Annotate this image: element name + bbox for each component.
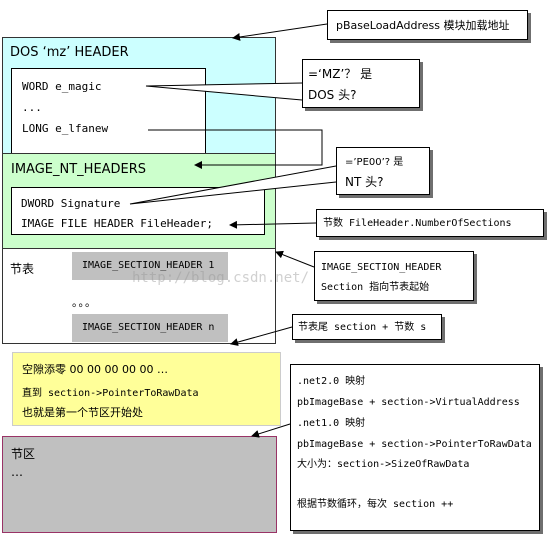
watermark: http://blog.csdn.net/: [132, 270, 310, 286]
mapping-line-3: .net1.0 映射: [297, 418, 366, 429]
dos-fields-box: WORD e_magic ... LONG e_lfanew: [11, 68, 206, 155]
mapping-line-1: .net2.0 映射: [297, 376, 366, 387]
section-table-title: 节表: [10, 262, 35, 276]
nt-fields-box: DWORD Signature IMAGE FILE HEADER FileHe…: [11, 187, 265, 235]
callout-table-end: 节表尾 section + 节数 s: [292, 314, 442, 340]
section-area-block: 节区 …: [2, 436, 277, 533]
nt-headers-title: IMAGE_NT_HEADERS: [11, 162, 147, 177]
callout-pe-line-1-text: =’PE00’? 是: [345, 157, 404, 168]
arrow-base-load-address: [232, 23, 328, 41]
callout-section-header: IMAGE_SECTION_HEADER Section 指向节表起始: [314, 251, 474, 301]
mapping-line-5: 大小为：section->SizeOfRawData: [297, 459, 470, 470]
callout-mz-line-2: DOS 头?: [308, 88, 357, 102]
field-dos-ellipsis: ...: [22, 101, 42, 114]
mapping-line-7: 根据节数循环，每次 section ++: [297, 499, 454, 510]
section-area-title: 节区: [11, 447, 36, 461]
callout-mapping: .net2.0 映射 pbImageBase + section->Virtua…: [290, 364, 540, 531]
callout-num-sections-text: 节数 FileHeader.NumberOfSections: [323, 218, 512, 229]
mapping-line-4: pbImageBase + section->PointerToRawData: [297, 439, 532, 450]
section-table-ellipsis: 。。。: [72, 296, 97, 309]
callout-mz-question: =‘MZ’？ 是 DOS 头?: [302, 59, 420, 108]
mapping-line-2: pbImageBase + section->VirtualAddress: [297, 397, 520, 408]
callout-section-header-line-1: IMAGE_SECTION_HEADER: [321, 262, 442, 273]
padding-box: 空隙添零 00 00 00 00 00 … 直到 section->Pointe…: [12, 352, 281, 426]
section-header-first: IMAGE_SECTION_HEADER 1: [72, 252, 228, 280]
dos-header-title: DOS ‘mz’ HEADER: [10, 45, 129, 60]
section-header-first-label: IMAGE_SECTION_HEADER 1: [82, 260, 215, 271]
callout-pe-line-1: =’PE00’? 是: [345, 154, 403, 170]
callout-base-load-address-text: pBaseLoadAddress 模块加载地址: [336, 19, 510, 32]
field-e-magic: WORD e_magic: [22, 80, 102, 93]
padding-line-1: 空隙添零 00 00 00 00 00 …: [22, 363, 168, 376]
callout-pe-question: =’PE00’? 是 NT 头?: [336, 147, 430, 195]
section-area-ellipsis: …: [11, 465, 23, 479]
field-file-header: IMAGE FILE HEADER FileHeader;: [21, 217, 214, 230]
padding-line-2: 直到 section->PointerToRawData: [22, 388, 199, 399]
callout-pe-line-2: NT 头?: [345, 175, 384, 189]
arrow-section-header: [275, 250, 315, 268]
callout-section-header-line-2: Section 指向节表起始: [321, 282, 430, 293]
callout-base-load-address: pBaseLoadAddress 模块加载地址: [327, 10, 528, 40]
callout-num-sections: 节数 FileHeader.NumberOfSections: [316, 209, 544, 237]
field-e-lfanew: LONG e_lfanew: [22, 122, 109, 135]
section-header-last: IMAGE_SECTION_HEADER n: [72, 314, 228, 342]
field-signature: DWORD Signature: [21, 197, 121, 210]
padding-line-3: 也就是第一个节区开始处: [22, 406, 143, 419]
callout-mz-line-1: =‘MZ’？ 是: [308, 67, 373, 81]
callout-table-end-text: 节表尾 section + 节数 s: [298, 322, 427, 333]
section-header-last-label: IMAGE_SECTION_HEADER n: [82, 322, 215, 333]
